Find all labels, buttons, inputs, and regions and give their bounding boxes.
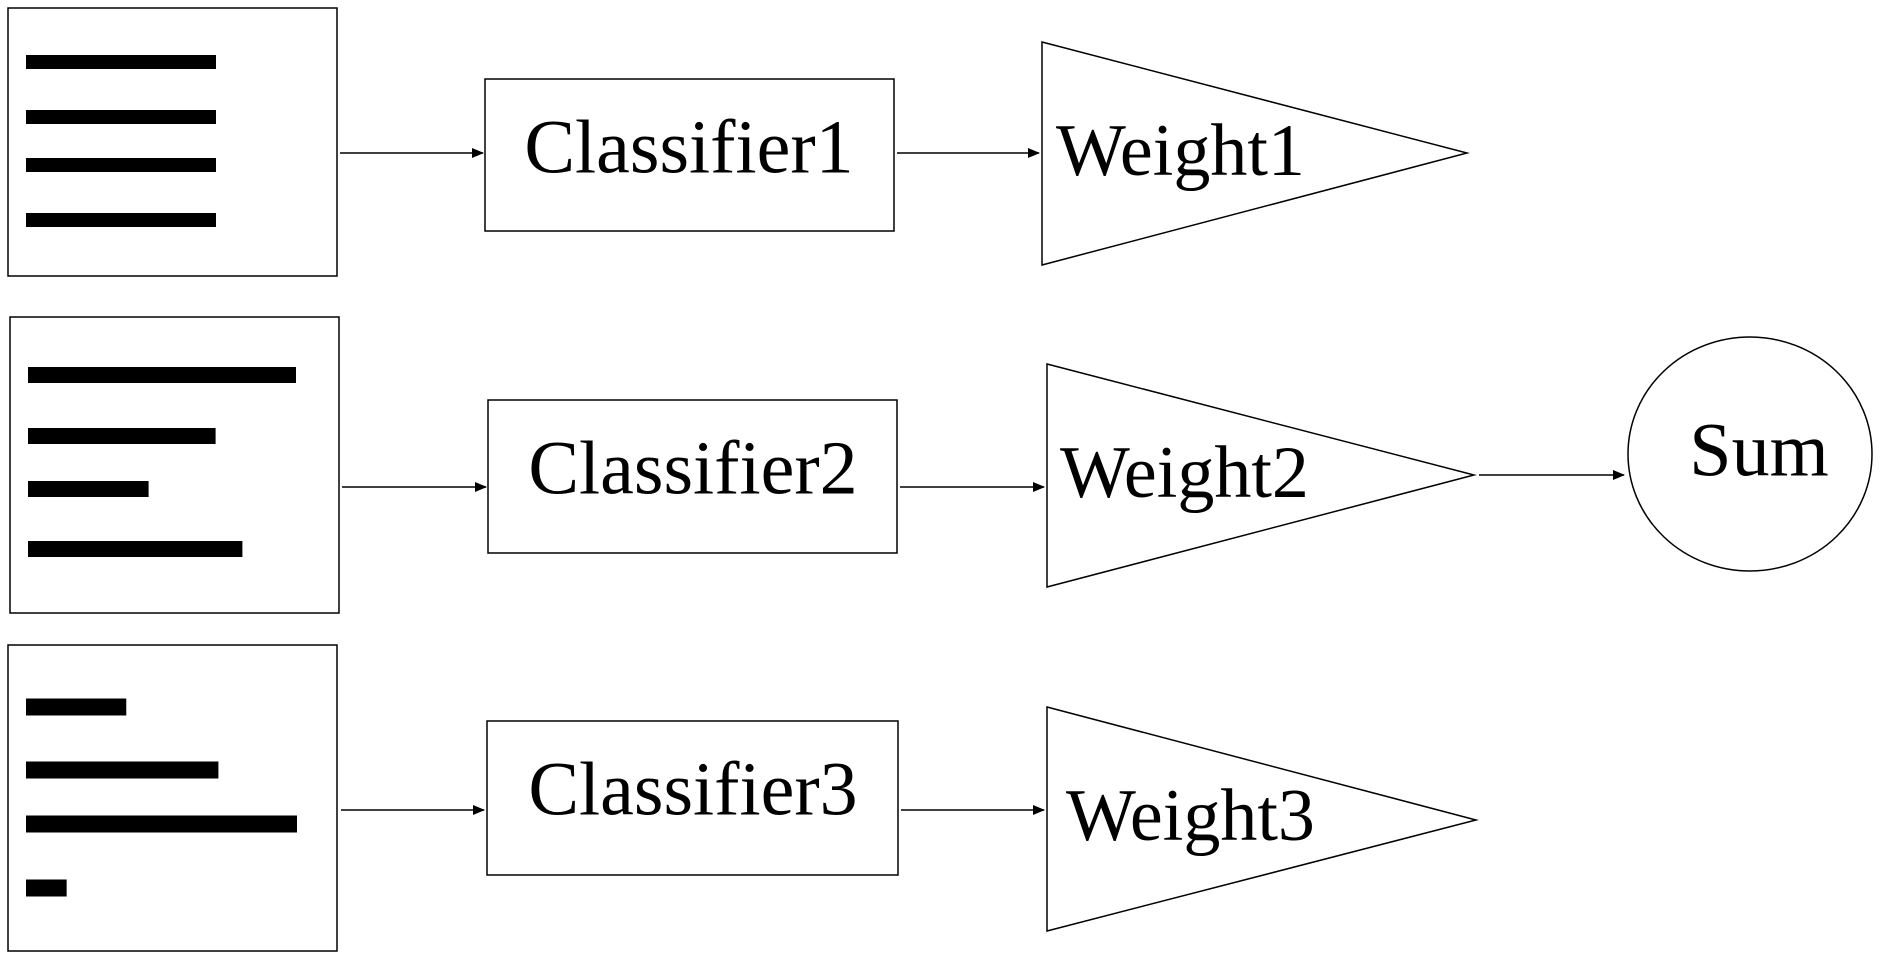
sum-node [1627,336,1873,572]
feature-bar-2-1 [28,367,296,383]
weight-label-2: Weight2 [1060,432,1309,514]
feature-bars-1 [26,55,216,227]
classifier-label-3: Classifier3 [528,747,857,831]
feature-box-3 [7,644,338,952]
feature-bars-2 [28,367,296,557]
row-3: Classifier3 Weight3 [7,644,1479,952]
weight-triangle-1 [1041,41,1470,266]
weight-label-3: Weight3 [1066,775,1315,857]
feature-bar-2-2 [28,428,216,444]
feature-bar-1-4 [26,213,216,227]
feature-bar-1-1 [26,55,216,69]
weight-label-1: Weight1 [1056,110,1305,192]
classifier-box-1 [484,78,895,232]
weight-triangle-3 [1046,706,1479,932]
classifier-box-3 [486,720,899,876]
classifier-box-2 [487,399,898,554]
feature-bar-3-3 [26,815,297,833]
classifier-label-1: Classifier1 [524,105,853,189]
feature-bar-1-3 [26,158,216,172]
feature-box-1 [7,7,338,277]
feature-box-2 [9,316,340,614]
feature-bar-3-2 [26,761,219,779]
feature-bar-2-3 [28,481,149,497]
sum-label: Sum [1689,408,1828,492]
feature-bars-3 [26,698,297,897]
feature-bar-1-2 [26,110,216,124]
feature-bar-3-1 [26,698,127,716]
row-1: Classifier1 Weight1 [7,7,1470,277]
classifier-label-2: Classifier2 [528,426,857,510]
row-2: Classifier2 Weight2 Sum [9,316,1873,614]
feature-bar-3-4 [26,879,67,897]
weight-triangle-2 [1046,363,1477,588]
feature-bar-2-4 [28,541,243,557]
